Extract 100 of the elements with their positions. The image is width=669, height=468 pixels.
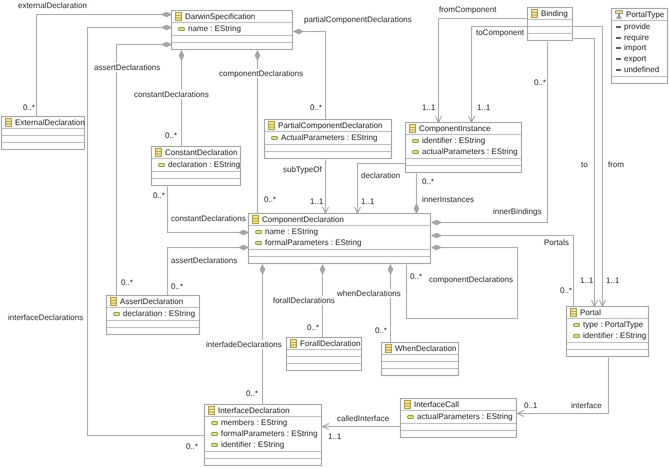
class-box [151,146,241,186]
attribute-text: identifier : EString [583,331,646,341]
role-label: to [580,160,589,169]
role-label: whenDeclarations [336,289,402,298]
class-name: AssertDeclaration [120,296,184,306]
role-label: constantDeclarations [170,214,247,223]
class-box [400,398,517,438]
multiplicity-label: 0..* [559,286,574,295]
class-name: ExternalDeclaration [15,118,85,128]
class-name: ConstantDeclaration [165,148,238,158]
class-box [106,295,200,335]
class-name: InterfaceCall [414,400,459,410]
attribute-text: name : EString [265,227,318,237]
role-label: componentDeclarations [218,69,304,78]
role-label: constantDeclarations [133,90,210,99]
role-label: assertDeclarations [170,256,238,265]
multiplicity-label: 0..* [120,278,134,287]
enum-literal: export [624,54,646,64]
composition-line [388,264,394,343]
class-name: ForallDeclaration [300,338,360,348]
class-name: DarwinSpecification [185,12,256,22]
reference-arrow [468,26,528,123]
attribute-text: formalParameters : EString [221,429,318,439]
enum-literal: require [624,32,649,43]
class-name: PortalType [626,10,664,20]
role-label: interfaceDeclarations [7,313,84,322]
enum-box [611,8,668,84]
composition-line [36,12,172,117]
role-label: partialComponentDeclarations [303,15,413,24]
class-box [381,342,459,376]
class-box [1,116,85,150]
multiplicity-label: 1..1 [605,276,620,285]
role-label: componentDeclarations [428,275,514,284]
class-box [405,122,522,173]
composition-line [87,24,205,436]
composition-line [431,232,574,307]
class-name: Binding [541,8,568,18]
multiplicity-label: 0..* [263,195,278,204]
enum-literal: provide [624,22,650,32]
class-box [248,213,431,264]
role-label: interfadeDeclarations [205,340,283,349]
role-label: from [607,160,625,169]
class-name: InterfaceDeclaration [218,406,290,416]
enum-literal: import [624,43,646,54]
class-box [264,119,392,159]
role-label: innerInstances [421,195,476,204]
multiplicity-label: 1..1 [309,197,324,206]
class-name: WhenDeclaration [395,344,456,354]
attribute-text: declaration : EString [168,160,240,170]
multiplicity-label: 1..1 [360,197,376,206]
role-label: calledInterface [336,414,390,423]
reference-arrow [322,423,401,430]
multiplicity-label: 0..* [152,191,166,200]
role-label: fromComponent [438,5,498,14]
attribute-text: type : PortalType [583,320,644,330]
reference-arrow [517,357,609,417]
multiplicity-label: 1..1 [421,103,436,112]
multiplicity-label: 0..* [409,272,424,281]
composition-line [406,244,518,319]
class-name: ComponentInstance [419,124,491,134]
multiplicity-label: 1..1 [579,276,594,285]
multiplicity-label: 0..* [164,131,178,140]
multiplicity-label: 0..1 [523,401,538,410]
class-name: PartialComponentDeclaration [278,120,382,130]
class-name: ComponentDeclaration [262,214,344,224]
composition-line [260,264,266,405]
class-box [204,404,322,466]
multiplicity-label: 0..* [185,442,200,451]
multiplicity-label: 0..* [22,103,36,112]
attribute-text: members : EString [221,418,288,428]
multiplicity-label: 0..* [170,282,184,291]
role-label: externalDeclaration [17,1,88,10]
role-label: interface [570,401,603,410]
role-label: innerBindings [492,207,542,216]
composition-line [178,50,184,147]
composition-line [167,186,249,236]
attribute-text: identifier : EString [221,440,284,450]
class-name: Portal [580,308,601,318]
class-box [527,7,573,41]
multiplicity-label: 0..* [306,323,320,332]
composition-line [431,41,548,226]
composition-line [320,264,326,338]
reference-arrow [322,159,329,214]
role-label: toComponent [475,28,526,37]
reference-arrow [435,18,528,123]
enum-literal: undefined [624,65,660,76]
multiplicity-label: 0..* [374,326,388,335]
role-label: declaration [360,171,402,180]
reference-arrow [354,163,406,214]
attribute-text: actualParameters : EString [417,412,513,422]
role-label: subTypeOf [282,165,323,174]
composition-line [293,28,326,120]
multiplicity-label: 1..1 [476,103,492,112]
role-label: Portals [543,238,570,247]
multiplicity-label: 1..1 [327,432,342,441]
attribute-text: actualParameters : EString [422,147,518,157]
composition-line [116,42,172,296]
attribute-text: declaration : EString [123,309,196,319]
class-box [286,337,362,371]
attribute-text: ActualParameters : EString [281,133,378,143]
